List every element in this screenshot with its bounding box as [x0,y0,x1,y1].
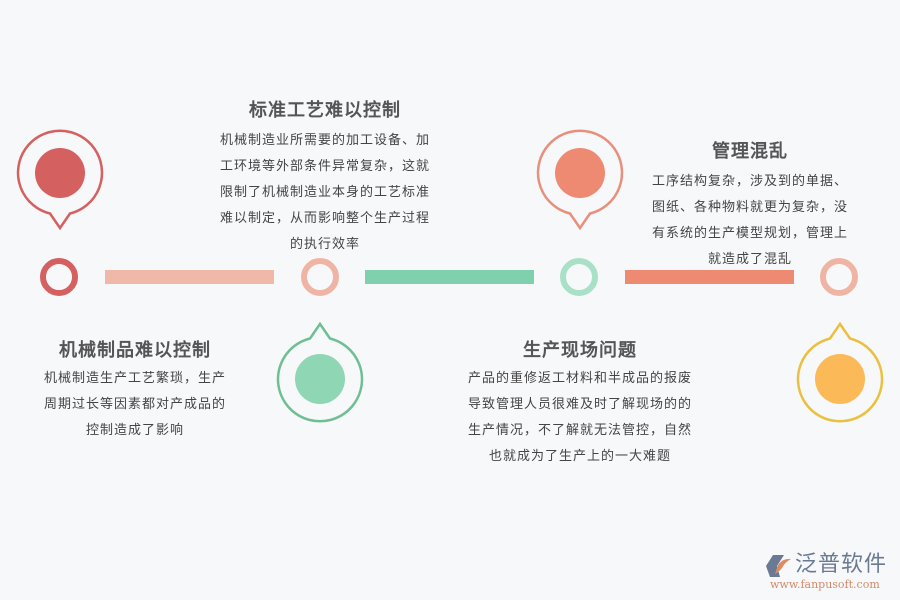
item-description: 工序结构复杂，涉及到的单据、 图纸、各种物料就更为复杂，没 有系统的生产模型规划… [651,174,848,267]
map-pin-icon [276,321,364,423]
timeline-node-1 [40,258,78,296]
item-production-site: 生产现场问题 产品的重修返工材料和半成品的报废 导致管理人员很难及时了解现场的的… [450,338,710,470]
item-title: 生产现场问题 [523,340,637,361]
item-title: 管理混乱 [712,141,788,162]
item-title: 标准工艺难以控制 [249,100,401,121]
timeline-segment-1 [105,270,274,284]
timeline-node-2 [301,258,339,296]
logo-mark-icon [766,555,791,577]
timeline-segment-2 [365,270,534,284]
timeline-node-3 [560,258,598,296]
timeline-node-4 [820,258,858,296]
logo-url: www.fanpusoft.com [770,578,880,591]
item-mechanical-products: 机械制品难以控制 机械制造生产工艺繁琐，生产 周期过长等因素都对产成品的 控制造… [20,338,250,444]
logo-name: 泛普软件 [795,552,888,577]
item-management-chaos: 管理混乱 工序结构复杂，涉及到的单据、 图纸、各种物料就更为复杂，没 有系统的生… [640,139,860,273]
item-description: 机械制造生产工艺繁琐，生产 周期过长等因素都对产成品的 控制造成了影响 [43,371,226,438]
map-pin-icon [536,129,624,231]
brand-logo: 泛普软件 www.fanpusoft.com [766,552,896,594]
item-standard-process: 标准工艺难以控制 机械制造业所需要的加工设备、加 工环境等外部条件异常复杂，这就… [200,98,450,258]
item-description: 产品的重修返工材料和半成品的报废 导致管理人员很难及时了解现场的的 生产情况，不… [467,371,692,464]
item-title: 机械制品难以控制 [59,340,211,361]
item-description: 机械制造业所需要的加工设备、加 工环境等外部条件异常复杂，这就 限制了机械制造业… [219,133,430,252]
timeline-segment-3 [625,270,794,284]
map-pin-icon [796,321,884,423]
map-pin-icon [16,129,104,231]
